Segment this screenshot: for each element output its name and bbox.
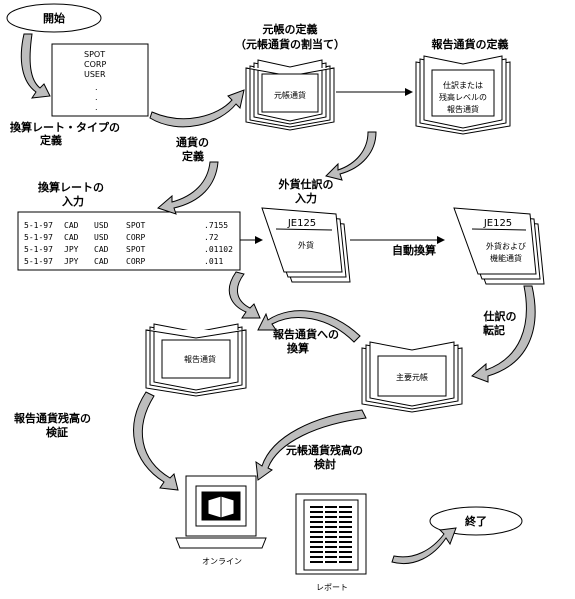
reporting-ledger-book-icon	[145, 323, 247, 397]
rate-type: SPOT	[126, 245, 145, 254]
review-functional-label: 検討	[314, 457, 336, 471]
reporting-book-title: 報告通貨の定義	[432, 37, 509, 51]
rate-entry-caption: 入力	[62, 194, 84, 208]
reporting-ledger-inner: 報告通貨	[184, 354, 216, 364]
rate-to: USD	[94, 233, 109, 242]
rate-entry-table: 5-1-97 CAD USD SPOT .7155 5-1-97 CAD USD…	[17, 211, 241, 271]
converted-journal-document-icon	[453, 207, 545, 285]
rate-type: CORP	[126, 257, 145, 266]
rate-row: 5-1-97 CAD USD CORP .72	[24, 233, 219, 242]
foreign-journal-je: JE125	[287, 218, 316, 229]
curved-arrow	[391, 527, 457, 564]
rate-value: .7155	[204, 221, 228, 230]
rate-types-caption: 定義	[40, 133, 62, 147]
rate-type-item: CORP	[84, 60, 106, 69]
rate-value: .011	[204, 257, 223, 266]
currency-def-label: 定義	[182, 149, 204, 163]
functional-ledger-book-icon	[245, 59, 335, 131]
flow-arrows	[20, 33, 536, 564]
converted-journal-body: 機能通貨	[490, 253, 522, 263]
converted-journal-body: 外貨および	[486, 241, 526, 251]
general-ledger-book-icon	[361, 341, 463, 413]
rate-type: CORP	[126, 233, 145, 242]
curved-arrow	[471, 285, 536, 383]
functional-book-inner: 元帳通貨	[274, 90, 306, 100]
curved-arrow	[257, 310, 361, 343]
computer-terminal-icon	[175, 475, 267, 549]
rate-types-box: SPOT CORP USER . . .	[51, 43, 149, 117]
rate-to: CAD	[94, 257, 109, 266]
reporting-book-line: 報告通貨	[447, 104, 479, 114]
rate-row: 5-1-97 JPY CAD CORP .011	[24, 257, 223, 266]
start-node: 開始	[6, 3, 102, 33]
rate-type-item: SPOT	[84, 50, 105, 59]
posting-label: 仕訳の	[483, 309, 517, 323]
rate-from: CAD	[64, 221, 79, 230]
rate-date: 5-1-97	[24, 221, 53, 230]
rate-row: 5-1-97 JPY CAD SPOT .01102	[24, 245, 233, 254]
rate-type-item: .	[95, 103, 98, 112]
posting-label: 転記	[483, 323, 505, 337]
functional-book-subtitle: （元帳通貨の割当て）	[235, 37, 345, 51]
functional-book-title: 元帳の定義	[263, 22, 318, 36]
rate-date: 5-1-97	[24, 233, 53, 242]
rate-row: 5-1-97 CAD USD SPOT .7155	[24, 221, 228, 230]
foreign-journal-caption: 入力	[295, 191, 317, 205]
curved-arrow	[228, 271, 261, 319]
rate-from: JPY	[64, 257, 79, 266]
currency-def-label: 通貨の	[176, 135, 209, 149]
rate-types-caption: 換算レート・タイプの	[10, 120, 120, 134]
curved-arrow	[157, 161, 219, 215]
rate-to: USD	[94, 221, 109, 230]
verify-reporting-label: 検証	[46, 425, 68, 439]
report-document-icon	[295, 493, 367, 575]
reporting-book-line: 残高レベルの	[439, 92, 487, 102]
curved-arrow	[255, 409, 367, 481]
foreign-journal-caption: 外貨仕訳の	[278, 177, 334, 191]
to-reporting-label: 報告通貨への	[273, 327, 339, 341]
reporting-currency-book-icon	[415, 55, 511, 135]
rate-type-item: .	[95, 83, 98, 92]
rate-entry-caption: 換算レートの	[38, 180, 104, 194]
verify-reporting-label: 報告通貨残高の	[14, 411, 91, 425]
start-label: 開始	[43, 11, 65, 25]
to-reporting-label: 換算	[287, 341, 309, 355]
rate-type-item: USER	[84, 70, 106, 79]
rate-value: .01102	[204, 245, 233, 254]
rate-value: .72	[204, 233, 219, 242]
end-label: 終了	[465, 514, 487, 528]
report-label: レポート	[316, 583, 348, 592]
converted-journal-je: JE125	[483, 218, 512, 229]
rate-date: 5-1-97	[24, 257, 53, 266]
rate-to: CAD	[94, 245, 109, 254]
foreign-journal-document-icon	[261, 207, 351, 283]
rate-from: JPY	[64, 245, 79, 254]
rate-type-item: .	[95, 93, 98, 102]
curved-arrow	[133, 391, 179, 491]
curved-arrow	[20, 33, 51, 99]
general-ledger-inner: 主要元帳	[396, 372, 428, 382]
rate-from: CAD	[64, 233, 79, 242]
reporting-book-line: 仕訳または	[443, 80, 483, 90]
review-functional-label: 元帳通貨残高の	[286, 443, 363, 457]
online-label: オンライン	[202, 557, 242, 566]
foreign-journal-body: 外貨	[298, 240, 314, 250]
rate-date: 5-1-97	[24, 245, 53, 254]
auto-convert-label: 自動換算	[392, 243, 436, 257]
rate-type: SPOT	[126, 221, 145, 230]
curved-arrow	[149, 89, 245, 128]
curved-arrow	[325, 131, 377, 181]
